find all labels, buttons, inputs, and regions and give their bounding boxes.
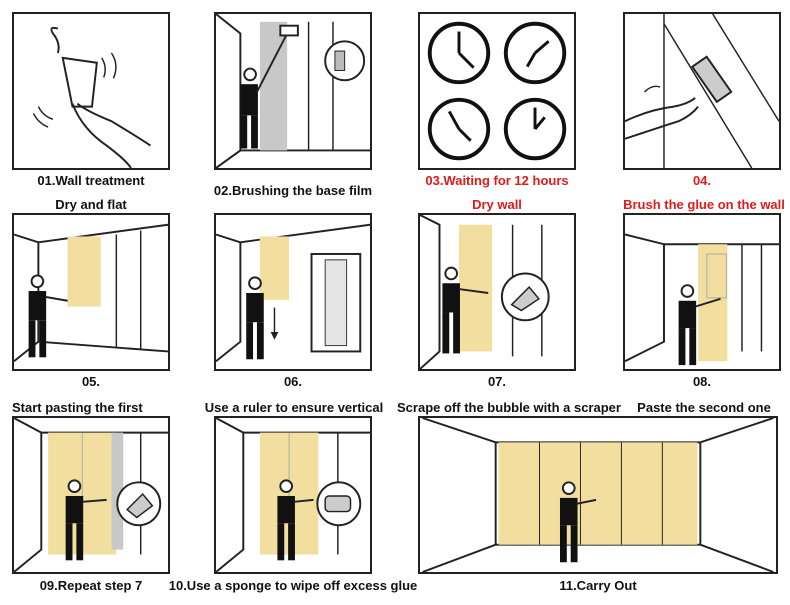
wall-treatment-illustration <box>32 26 151 168</box>
step-07-panel <box>418 213 576 371</box>
step-08-desc: Paste the second one <box>637 400 771 415</box>
paste-second-illustration <box>625 233 779 366</box>
scraper-illustration <box>420 215 550 369</box>
step-05-panel <box>12 213 170 371</box>
step-09-panel <box>12 416 170 574</box>
step-03-panel <box>418 12 576 170</box>
step-02-panel <box>214 12 372 170</box>
step-05-title: 05. <box>81 374 101 389</box>
step-11-title: 11.Carry Out <box>559 578 637 593</box>
brush-glue-illustration <box>625 14 779 168</box>
brushing-base-film-illustration <box>216 14 370 168</box>
step-07-desc: Scrape off the bubble with a scraper <box>397 400 621 415</box>
step-01-desc: Dry and flat <box>55 197 127 212</box>
step-05-desc: Start pasting the first <box>12 400 143 415</box>
step-01-title: 01.Wall treatment <box>37 173 145 188</box>
step-08-title: 08. <box>692 374 712 389</box>
step-10-panel <box>214 416 372 574</box>
step-04-title: 04. <box>692 173 712 188</box>
step-06-desc: Use a ruler to ensure vertical <box>204 400 384 415</box>
step-01-panel <box>12 12 170 170</box>
step-03-title: 03.Waiting for 12 hours <box>425 173 569 188</box>
start-pasting-illustration <box>14 223 168 362</box>
step-11-panel <box>418 416 778 574</box>
step-07-title: 07. <box>487 374 507 389</box>
step-10-title: 10.Use a sponge to wipe off excess glue <box>168 578 418 593</box>
step-03-desc: Dry wall <box>472 197 522 212</box>
step-02-title: 02.Brushing the base film <box>213 183 373 198</box>
step-09-title: 09.Repeat step 7 <box>39 578 143 593</box>
repeat-step-illustration <box>14 418 168 572</box>
step-06-panel <box>214 213 372 371</box>
step-04-panel <box>623 12 781 170</box>
ruler-vertical-illustration <box>216 223 370 362</box>
step-06-title: 06. <box>283 374 303 389</box>
step-08-panel <box>623 213 781 371</box>
carry-out-illustration <box>422 418 774 572</box>
sponge-illustration <box>216 418 370 572</box>
step-04-desc: Brush the glue on the wall <box>623 197 785 212</box>
clocks-illustration <box>427 21 567 161</box>
